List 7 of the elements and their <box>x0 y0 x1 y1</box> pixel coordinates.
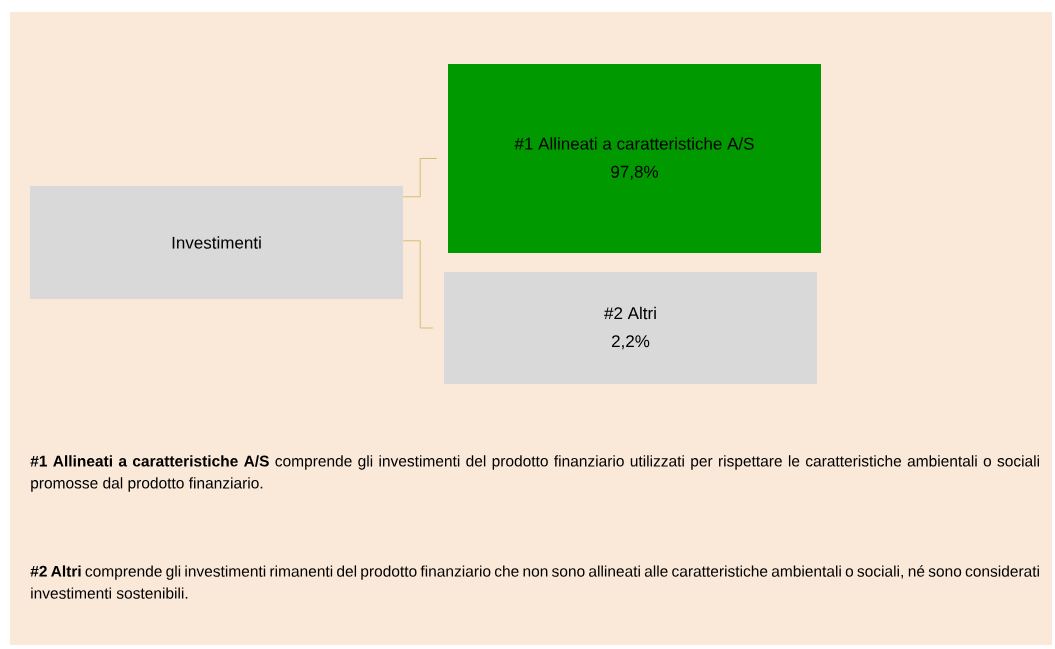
paragraph: #2 Altri comprende gli investimenti rimanenti del prodotto finanziario che non sono allineati alle caratteristiche ambientali o sociali, né sono considerati investimenti sostenibili. <box>30 565 1039 599</box>
category-box: #1 Allineati a caratteristiche A/S 97,8% <box>448 64 821 253</box>
paragraph: #1 Allineati a caratteristiche A/S comprende gli investimenti del prodotto finanziario utilizzati per rispettare le caratteristiche ambientali o sociali promosse dal prodotto finanziario. <box>30 455 1039 492</box>
connector-line <box>402 158 438 198</box>
category-box: #2 Altri 2,2% <box>444 272 817 384</box>
category-box: Investimenti <box>30 186 403 299</box>
connector-line <box>402 240 434 329</box>
